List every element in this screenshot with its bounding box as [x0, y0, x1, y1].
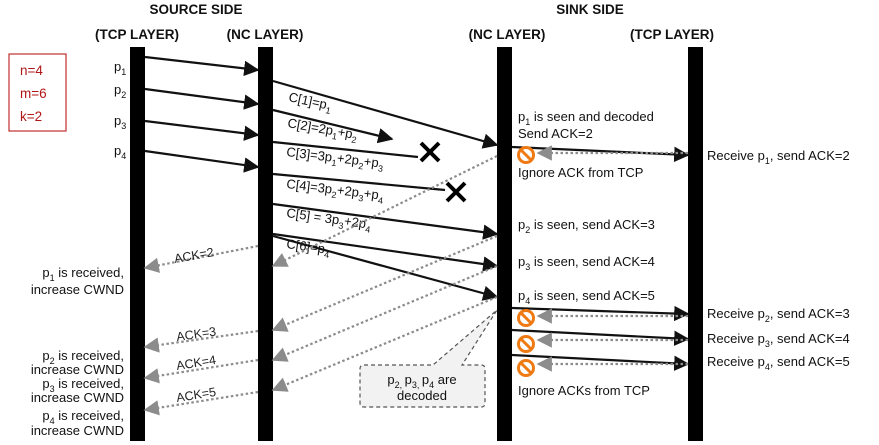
src-ack-4 [143, 358, 259, 384]
nc-ack-5 [271, 295, 498, 392]
coded-label-c6: C[6]=p4 [285, 236, 331, 260]
source-received-p3: p3 is received, [42, 376, 124, 394]
sink-tcp-lifeline [688, 47, 703, 441]
source-received-p1: p1 is received, [42, 265, 124, 283]
coded-arrow-c5 [272, 202, 499, 240]
sink-tcp-receive-p3: Receive p3, send ACK=4 [707, 331, 850, 349]
coded-label-c5: C[5] = 3p3+2p4 [285, 205, 372, 235]
param-k: k=2 [20, 109, 42, 124]
sink-nc-send-ack2: Send ACK=2 [518, 126, 593, 141]
callout-line2: decoded [397, 388, 447, 403]
source-side-header: SOURCE SIDE [149, 2, 242, 17]
source-nc-lifeline [258, 47, 273, 441]
ack-label-4: ACK=4 [175, 353, 217, 373]
forward-arrow-p3 [511, 328, 690, 346]
src-ack-2 [143, 244, 259, 273]
packet-label-p4: p4 [114, 143, 126, 161]
source-tcp-layer-header: (TCP LAYER) [95, 27, 179, 42]
sink-nc-ignore-ack: Ignore ACK from TCP [518, 165, 643, 180]
source-cwnd-2: increase CWND [31, 362, 124, 377]
sink-side-header: SINK SIDE [556, 2, 624, 17]
decoded-callout: p2, p3, p4 are decoded [359, 309, 498, 408]
callout-line1: p2, p3, p4 are [387, 372, 456, 390]
param-m: m=6 [20, 86, 47, 101]
coded-arrow-c6-b [272, 234, 499, 301]
ack-label-3: ACK=3 [175, 325, 217, 344]
ignore-icon [517, 359, 535, 377]
ack-label-2: ACK=2 [173, 245, 215, 266]
loss-cross-icon [419, 141, 441, 163]
sink-tcp-layer-header: (TCP LAYER) [630, 27, 714, 42]
packet-label-p1: p1 [114, 59, 126, 77]
coded-label-c3: C[3]=3p1+2p2+p3 [285, 144, 384, 174]
ack-label-5: ACK=5 [175, 385, 217, 405]
ignore-icon [517, 146, 535, 164]
source-received-p2: p2 is received, [42, 348, 124, 366]
coded-arrow-c1 [272, 79, 499, 149]
sink-nc-seen-p3: p3 is seen, send ACK=4 [518, 254, 655, 272]
loss-cross-icon [445, 181, 467, 203]
source-cwnd-4: increase CWND [31, 423, 124, 438]
sink-tcp-receive-p2: Receive p2, send ACK=3 [707, 306, 850, 324]
source-cwnd-3: increase CWND [31, 390, 124, 405]
source-nc-layer-header: (NC LAYER) [227, 27, 304, 42]
sink-nc-layer-header: (NC LAYER) [469, 27, 546, 42]
coded-arrow-c4-lost [272, 172, 446, 192]
nc-ack-3 [271, 234, 498, 332]
ignore-icon [517, 309, 535, 327]
sink-tcp-receive-p4: Receive p4, send ACK=5 [707, 354, 850, 372]
nc-ack-2 [271, 155, 498, 267]
forward-arrow-p4 [511, 353, 690, 371]
coded-label-c2: C[2]=2p1+p2 [286, 115, 359, 145]
parameters-box [8, 53, 67, 132]
sink-nc-ignore-acks: Ignore ACKs from TCP [518, 383, 650, 398]
source-cwnd-1: increase CWND [31, 282, 124, 297]
coded-arrow-c2 [272, 108, 394, 144]
coded-arrow-c3-lost [272, 140, 419, 159]
packet-arrow-p3 [144, 119, 260, 141]
packet-arrow-p2 [144, 87, 260, 110]
ignore-icon [517, 335, 535, 353]
src-ack-3 [143, 329, 259, 353]
coded-label-c1: C[1]=p1 [287, 89, 333, 116]
coded-label-c4: C[4]=3p2+2p3+p4 [285, 176, 384, 206]
sink-nc-seen-decoded: p1 is seen and decoded [518, 109, 654, 127]
packet-label-p2: p2 [114, 82, 126, 100]
source-received-p4: p4 is received, [42, 408, 124, 426]
packet-arrow-p1 [144, 55, 260, 77]
sink-nc-lifeline [497, 47, 512, 441]
coded-arrow-c6 [272, 232, 499, 272]
sink-nc-seen-p2: p2 is seen, send ACK=3 [518, 217, 655, 235]
forward-arrow-p2 [511, 305, 690, 322]
source-tcp-lifeline [130, 47, 145, 441]
packet-label-p3: p3 [114, 113, 126, 131]
param-n: n=4 [20, 63, 43, 78]
sink-nc-seen-p4: p4 is seen, send ACK=5 [518, 288, 655, 306]
src-ack-5 [143, 390, 259, 416]
sink-tcp-receive-p1: Receive p1, send ACK=2 [707, 148, 850, 166]
packet-arrow-p4 [144, 149, 260, 173]
nc-ack-4 [271, 264, 498, 362]
